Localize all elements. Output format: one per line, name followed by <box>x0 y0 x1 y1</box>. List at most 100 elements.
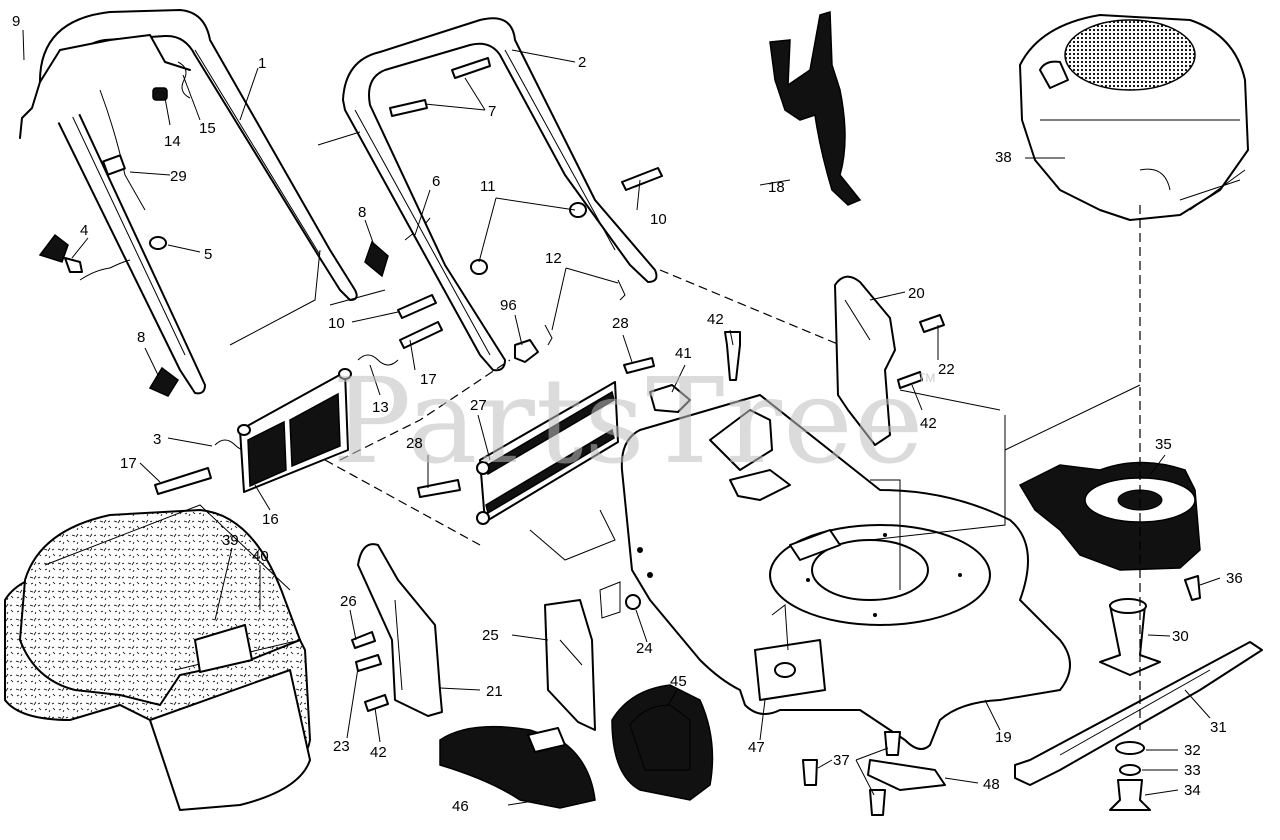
washer-5 <box>149 236 167 250</box>
callout-c48: 48 <box>983 776 1000 793</box>
leader-lines <box>22 29 1221 806</box>
callout-c30: 30 <box>1172 628 1189 645</box>
bolt-37a <box>802 759 818 786</box>
nut-24 <box>625 594 641 610</box>
cable-tie-4b <box>79 259 131 281</box>
lower-handle <box>342 17 658 372</box>
callout-c8b: 8 <box>137 329 145 346</box>
callout-c42c: 42 <box>370 744 387 761</box>
callout-c22: 22 <box>938 361 955 378</box>
engine <box>1019 14 1249 221</box>
bolt-23 <box>355 654 382 672</box>
watermark: PartsTree <box>332 352 925 490</box>
bolt-10a <box>621 167 663 191</box>
callout-c25: 25 <box>482 627 499 644</box>
callout-c9: 9 <box>12 13 20 30</box>
callout-c11: 11 <box>480 178 496 195</box>
wheel-cover-25 <box>544 599 596 731</box>
callout-c8a: 8 <box>358 204 366 221</box>
callout-c42a: 42 <box>707 311 724 328</box>
callout-c32: 32 <box>1184 742 1201 759</box>
bracket-41 <box>649 384 691 413</box>
bolt-17b <box>154 467 212 495</box>
bolt-14 <box>152 87 168 101</box>
blade-adapter-35 <box>1018 461 1201 571</box>
callout-c18: 18 <box>768 179 785 196</box>
callout-c38: 38 <box>995 149 1012 166</box>
callout-c24: 24 <box>636 640 653 657</box>
callout-c17a: 17 <box>420 371 437 388</box>
callout-c31: 31 <box>1210 719 1227 736</box>
callout-c35: 35 <box>1155 436 1172 453</box>
callout-c21: 21 <box>486 683 503 700</box>
bolt-10b <box>397 294 437 319</box>
callout-c3: 3 <box>153 431 161 448</box>
mower-blade <box>1014 641 1263 786</box>
bolt-22 <box>919 314 945 333</box>
blade-adapter-30 <box>1099 598 1161 676</box>
handle-knob-upper <box>38 233 83 273</box>
handle-knob-lower <box>148 366 180 397</box>
bolt-42a <box>724 331 741 381</box>
watermark-trademark: TM <box>918 371 935 385</box>
callout-c20: 20 <box>908 285 925 302</box>
spring-13 <box>357 354 399 366</box>
height-bracket-21 <box>357 543 443 717</box>
callout-c23: 23 <box>333 738 350 755</box>
bolt-26 <box>351 631 376 649</box>
callout-c6: 6 <box>432 173 440 190</box>
callout-c29: 29 <box>170 168 187 185</box>
bolt-36 <box>1184 575 1201 601</box>
bolt-28a <box>623 357 655 374</box>
spacer-11a <box>569 202 587 218</box>
washer-32 <box>1115 741 1145 755</box>
callout-c1: 1 <box>258 55 266 72</box>
spacer-11b <box>470 259 488 275</box>
height-bracket-20 <box>834 275 896 446</box>
callout-c14: 14 <box>164 133 181 150</box>
callout-c15: 15 <box>199 120 216 137</box>
bolt-17a <box>399 321 443 349</box>
callout-c36: 36 <box>1226 570 1243 587</box>
clip-12a <box>617 279 626 301</box>
blade-bolt-34 <box>1109 779 1151 811</box>
callout-c2: 2 <box>578 54 586 71</box>
callout-c5: 5 <box>204 246 212 263</box>
rear-door <box>237 368 352 493</box>
callout-c16: 16 <box>262 511 279 528</box>
callout-c12: 12 <box>545 250 562 267</box>
bail-bar <box>19 34 191 139</box>
callout-c37: 37 <box>833 752 850 769</box>
bolt-7a <box>451 57 491 79</box>
callout-c28a: 28 <box>612 315 629 332</box>
side-discharge-45 <box>611 684 714 801</box>
callout-c42b: 42 <box>920 415 937 432</box>
callout-c33: 33 <box>1184 762 1201 779</box>
callout-c10a: 10 <box>650 211 667 228</box>
bolt-28b <box>417 479 461 498</box>
grass-bag <box>4 504 312 811</box>
callout-c19: 19 <box>995 729 1012 746</box>
callout-c46: 46 <box>452 798 469 815</box>
callout-c10b: 10 <box>328 315 345 332</box>
callout-c34: 34 <box>1184 782 1201 799</box>
bolt-42c <box>364 694 389 712</box>
callout-c17b: 17 <box>120 455 137 472</box>
clip-12b <box>544 324 553 346</box>
bolt-37b <box>884 731 901 756</box>
callout-c41: 41 <box>675 345 692 362</box>
callout-c13: 13 <box>372 399 389 416</box>
handle-knob-right <box>364 240 389 278</box>
callout-c4: 4 <box>80 222 88 239</box>
callout-c39: 39 <box>222 532 239 549</box>
callout-c26: 26 <box>340 593 357 610</box>
assembly-lines <box>229 131 1141 730</box>
control-cable <box>99 89 146 211</box>
callout-c47: 47 <box>748 739 765 756</box>
rear-flap <box>476 381 619 525</box>
bolt-42b <box>897 371 923 389</box>
deflector-46 <box>439 725 596 809</box>
